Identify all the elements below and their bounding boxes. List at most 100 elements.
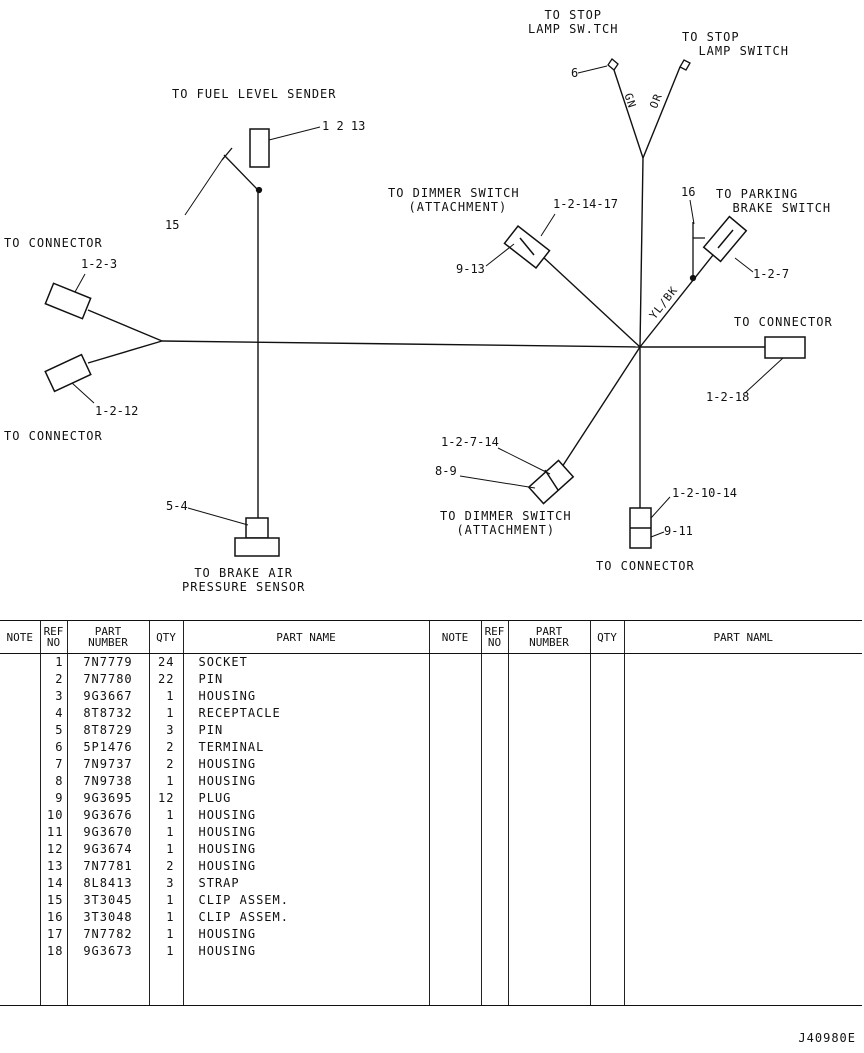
- note-cell-right: [428, 909, 481, 926]
- empty-cell: [507, 960, 590, 1006]
- part-number-cell-right: [507, 892, 590, 909]
- ref-no-cell-right: [480, 926, 508, 943]
- note-cell: [0, 926, 40, 943]
- ref-no-cell: 13: [39, 858, 67, 875]
- part-number-cell: 5P1476: [66, 739, 149, 756]
- ref-no-cell-right: [480, 909, 508, 926]
- note-cell: [0, 688, 40, 705]
- harness-wires: [87, 66, 765, 518]
- part-name-cell-right: [623, 773, 862, 790]
- part-name-cell: HOUSING: [182, 943, 429, 960]
- note-cell-right: [428, 705, 481, 722]
- callout-15: 15: [165, 218, 180, 232]
- label-connector-left-bottom: TO CONNECTOR: [4, 429, 103, 443]
- callout-6: 6: [571, 66, 579, 80]
- empty-cell: [66, 960, 149, 1006]
- part-number-cell: 8T8732: [66, 705, 149, 722]
- part-name-cell: HOUSING: [182, 688, 429, 705]
- part-number-cell-right: [507, 773, 590, 790]
- part-name-cell-right: [623, 705, 862, 722]
- label-stop-lamp-switch-2: TO STOP LAMP SWITCH: [682, 30, 789, 58]
- part-name-cell: PIN: [182, 722, 429, 739]
- label-connector-left-top: TO CONNECTOR: [4, 236, 103, 250]
- callout-1-2-10-14: 1-2-10-14: [672, 486, 738, 500]
- qty-cell: 1: [148, 892, 183, 909]
- part-number-cell-right: [507, 841, 590, 858]
- connector-dimmer-bottom: [527, 459, 575, 505]
- ref-no-cell: 4: [39, 705, 67, 722]
- part-name-cell-right: [623, 807, 862, 824]
- note-cell-right: [428, 807, 481, 824]
- part-name-cell: HOUSING: [182, 926, 429, 943]
- part-number-cell-right: [507, 807, 590, 824]
- part-name-cell-right: [623, 892, 862, 909]
- drawing-number: J40980E: [798, 1031, 856, 1045]
- note-cell: [0, 722, 40, 739]
- ref-no-cell-right: [480, 688, 508, 705]
- note-cell-right: [428, 653, 481, 671]
- part-number-cell-right: [507, 722, 590, 739]
- qty-cell-right: [589, 773, 624, 790]
- qty-cell-right: [589, 909, 624, 926]
- note-cell: [0, 858, 40, 875]
- ref-no-cell-right: [480, 653, 508, 671]
- header-part-number-left: PART NUMBER: [66, 620, 149, 654]
- note-cell-right: [428, 858, 481, 875]
- callout-1-2-7-14: 1-2-7-14: [441, 435, 499, 449]
- ref-no-cell-right: [480, 807, 508, 824]
- note-cell: [0, 790, 40, 807]
- part-name-cell-right: [623, 943, 862, 960]
- part-number-cell: 7N9738: [66, 773, 149, 790]
- note-cell-right: [428, 943, 481, 960]
- connector-left-bottom: [44, 353, 92, 393]
- qty-cell-right: [589, 824, 624, 841]
- label-parking-brake-switch: TO PARKING BRAKE SWITCH: [716, 187, 832, 215]
- note-cell: [0, 892, 40, 909]
- qty-cell: 12: [148, 790, 183, 807]
- empty-cell: [148, 960, 183, 1006]
- part-name-cell-right: [623, 756, 862, 773]
- part-name-cell-right: [623, 824, 862, 841]
- qty-cell: 1: [148, 943, 183, 960]
- empty-cell: [589, 960, 624, 1006]
- part-number-cell-right: [507, 943, 590, 960]
- part-name-cell: TERMINAL: [182, 739, 429, 756]
- note-cell-right: [428, 875, 481, 892]
- wiring-harness-diagram: [44, 58, 806, 557]
- qty-cell-right: [589, 653, 624, 671]
- note-cell-right: [428, 841, 481, 858]
- connector-fuel-level: [249, 128, 270, 168]
- header-part-name-right: PART NAML: [623, 620, 862, 654]
- callout-16: 16: [681, 185, 696, 199]
- part-number-cell-right: [507, 909, 590, 926]
- label-connector-right: TO CONNECTOR: [734, 315, 833, 329]
- header-qty-right: QTY: [589, 620, 624, 654]
- part-number-cell: 9G3670: [66, 824, 149, 841]
- part-number-cell: 7N7781: [66, 858, 149, 875]
- ref-no-cell-right: [480, 722, 508, 739]
- label-stop-lamp-switch-1: TO STOP LAMP SW.TCH: [528, 8, 619, 36]
- label-dimmer-switch-top: TO DIMMER SWITCH (ATTACHMENT): [388, 186, 520, 214]
- connector-right: [764, 336, 806, 359]
- note-cell: [0, 824, 40, 841]
- part-number-cell: 9G3667: [66, 688, 149, 705]
- ref-no-cell-right: [480, 790, 508, 807]
- qty-cell: 1: [148, 705, 183, 722]
- note-cell: [0, 807, 40, 824]
- ref-no-cell: 17: [39, 926, 67, 943]
- part-name-cell-right: [623, 926, 862, 943]
- qty-cell: 1: [148, 841, 183, 858]
- ref-no-cell: 6: [39, 739, 67, 756]
- ref-no-cell-right: [480, 943, 508, 960]
- part-number-cell: 9G3676: [66, 807, 149, 824]
- qty-cell: 1: [148, 824, 183, 841]
- qty-cell: 22: [148, 671, 183, 688]
- part-name-cell: CLIP ASSEM.: [182, 892, 429, 909]
